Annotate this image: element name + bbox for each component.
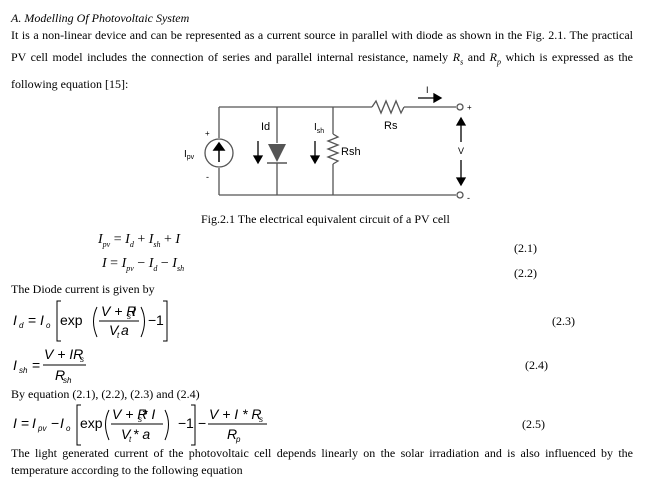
circuit-rsh-label: Rsh	[341, 146, 361, 158]
svg-text:=: =	[28, 312, 36, 328]
diode-current-text: The Diode current is given by	[11, 282, 155, 296]
svg-text:V + R: V + R	[112, 406, 147, 422]
equation-label-2-4: (2.4)	[525, 358, 548, 372]
intro-paragraph: It is a non-linear device and can be rep…	[11, 24, 633, 95]
svg-text:o: o	[46, 321, 51, 330]
svg-text:exp: exp	[80, 415, 103, 431]
svg-text:sh: sh	[19, 366, 28, 375]
circuit-plus-out: +	[467, 103, 472, 112]
svg-text:s: s	[259, 415, 263, 424]
svg-text:V + R: V + R	[101, 303, 136, 319]
svg-text:I: I	[32, 415, 36, 431]
svg-text:a: a	[121, 322, 129, 338]
equation-label-2-2: (2.2)	[514, 266, 537, 280]
equation-2-4: I sh = V + IR s R sh	[13, 346, 86, 385]
by-equation-text: By equation (2.1), (2.2), (2.3) and (2.4…	[11, 387, 200, 401]
intro-text-2: which is expressed as the following equa…	[11, 50, 633, 92]
svg-text:R: R	[55, 367, 65, 383]
intro-text-1: It is a non-linear device and can be rep…	[11, 28, 633, 64]
svg-text:o: o	[66, 424, 71, 433]
svg-text:I: I	[40, 312, 44, 328]
svg-text:t: t	[129, 435, 132, 444]
svg-text:−: −	[198, 415, 206, 431]
equation-2-3: I d = I o exp V + R s I V t a − 1	[13, 300, 168, 342]
equation-2-5: I = I pv − I o exp V + R s * I V t * a −…	[13, 404, 267, 446]
svg-text:s: s	[80, 355, 84, 364]
svg-text:=: =	[32, 357, 40, 373]
svg-text:I: I	[60, 415, 64, 431]
circuit-i-label: I	[426, 85, 429, 95]
equation-label-2-1: (2.1)	[514, 241, 537, 255]
circuit-ish-label: Ish	[314, 122, 324, 135]
svg-text:−: −	[51, 415, 59, 431]
svg-text:I: I	[13, 415, 17, 431]
rs-symbol: Rs	[452, 50, 464, 67]
svg-text:=: =	[21, 415, 29, 431]
circuit-rs-label: Rs	[384, 120, 398, 132]
svg-text:V: V	[109, 322, 120, 338]
svg-text:V + I * R: V + I * R	[209, 406, 262, 422]
section-heading: A. Modelling Of Photovoltaic System	[11, 11, 190, 25]
circuit-ipv-label: Ipv	[184, 149, 195, 161]
svg-text:* a: * a	[133, 426, 150, 442]
svg-text:t: t	[117, 331, 120, 340]
circuit-minus-out: -	[467, 193, 470, 203]
circuit-v-label: V	[458, 146, 464, 156]
equation-2-1: Ipv = Id + Ish + I	[98, 232, 181, 249]
svg-text:1: 1	[156, 312, 164, 328]
svg-text:V: V	[121, 426, 132, 442]
svg-text:I: I	[132, 303, 136, 319]
svg-text:I: I	[13, 312, 17, 328]
equation-label-2-5: (2.5)	[522, 417, 545, 431]
svg-text:pv: pv	[37, 424, 47, 433]
svg-text:s: s	[138, 415, 142, 424]
svg-text:−: −	[148, 312, 156, 328]
rp-symbol: Rp	[489, 50, 501, 67]
svg-text:d: d	[19, 321, 24, 330]
svg-text:I: I	[13, 357, 17, 373]
circuit-plus-left: +	[205, 129, 210, 138]
svg-text:−: −	[178, 415, 186, 431]
circuit-minus-left: -	[206, 172, 209, 182]
circuit-id-label: Id	[261, 121, 270, 133]
svg-text:p: p	[235, 435, 241, 444]
equation-label-2-3: (2.3)	[552, 314, 575, 328]
svg-text:s: s	[127, 312, 131, 321]
svg-text:* I: * I	[142, 406, 155, 422]
figure-caption: Fig.2.1 The electrical equivalent circui…	[201, 212, 450, 226]
intro-and: and	[463, 50, 490, 64]
svg-text:1: 1	[186, 415, 194, 431]
svg-text:exp: exp	[60, 312, 83, 328]
equation-2-2: I = Ipv − Id − Ish	[102, 256, 185, 273]
closing-paragraph: The light generated current of the photo…	[11, 446, 633, 477]
svg-text:sh: sh	[63, 376, 72, 385]
svg-text:V + IR: V + IR	[44, 346, 83, 362]
svg-text:R: R	[227, 426, 237, 442]
